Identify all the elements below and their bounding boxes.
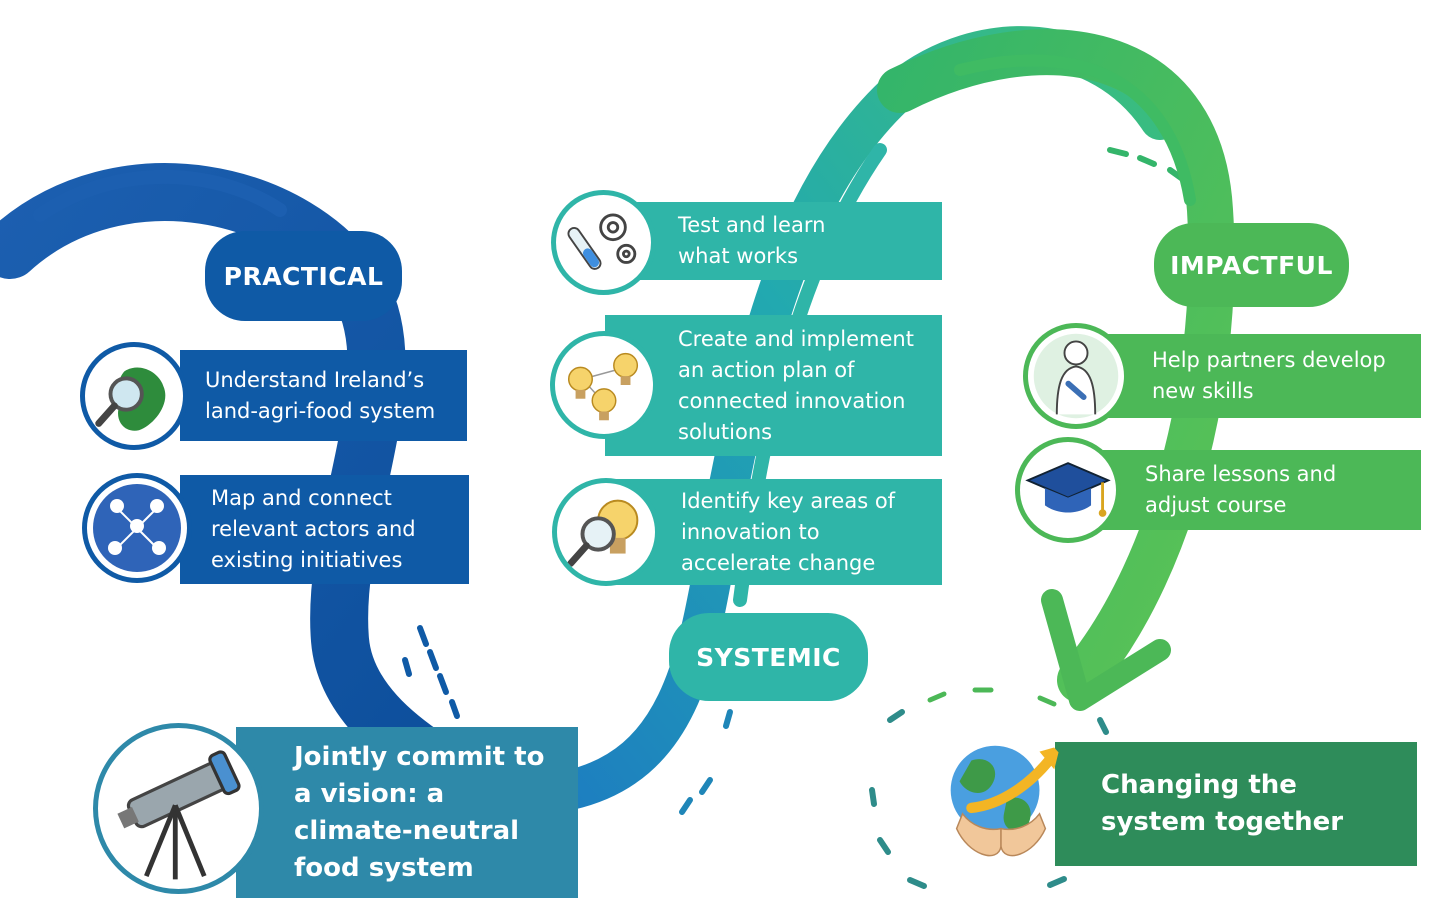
step-share-text: Share lessons and adjust course bbox=[1145, 462, 1337, 517]
step-map: Map and connect relevant actors and exis… bbox=[180, 475, 469, 584]
step-map-text: Map and connect relevant actors and exis… bbox=[211, 486, 416, 572]
test-icon bbox=[551, 190, 656, 295]
phase-systemic: SYSTEMIC bbox=[669, 613, 868, 701]
step-create-text: Create and implement an action plan of c… bbox=[678, 326, 914, 444]
step-vision-text: Jointly commit to a vision: a climate-ne… bbox=[294, 741, 545, 883]
step-help: Help partners develop new skills bbox=[1080, 334, 1421, 418]
share-icon bbox=[1015, 437, 1121, 543]
create-icon bbox=[550, 331, 658, 439]
green-swoosh bbox=[877, 29, 1235, 703]
step-understand: Understand Ireland’s land-agri-food syst… bbox=[180, 350, 467, 441]
step-understand-text: Understand Ireland’s land-agri-food syst… bbox=[205, 367, 436, 423]
step-test-text: Test and learn what works bbox=[678, 213, 826, 268]
step-create: Create and implement an action plan of c… bbox=[605, 315, 942, 456]
identify-icon bbox=[552, 478, 660, 586]
changing-icon bbox=[927, 725, 1075, 873]
step-identify: Identify key areas of innovation to acce… bbox=[608, 479, 942, 585]
help-icon bbox=[1023, 323, 1129, 429]
step-changing-text: Changing the system together bbox=[1101, 770, 1344, 837]
green-arrowhead bbox=[1041, 589, 1171, 711]
phase-impactful: IMPACTFUL bbox=[1154, 223, 1349, 307]
vision-icon bbox=[93, 723, 264, 894]
step-help-text: Help partners develop new skills bbox=[1152, 348, 1386, 403]
step-test: Test and learn what works bbox=[606, 202, 942, 280]
understand-icon bbox=[80, 342, 188, 450]
map-icon bbox=[82, 473, 192, 583]
phase-practical: PRACTICAL bbox=[205, 231, 402, 321]
step-vision: Jointly commit to a vision: a climate-ne… bbox=[236, 727, 578, 898]
step-changing: Changing the system together bbox=[1055, 742, 1417, 866]
step-share: Share lessons and adjust course bbox=[1075, 450, 1421, 530]
step-identify-text: Identify key areas of innovation to acce… bbox=[681, 488, 896, 575]
